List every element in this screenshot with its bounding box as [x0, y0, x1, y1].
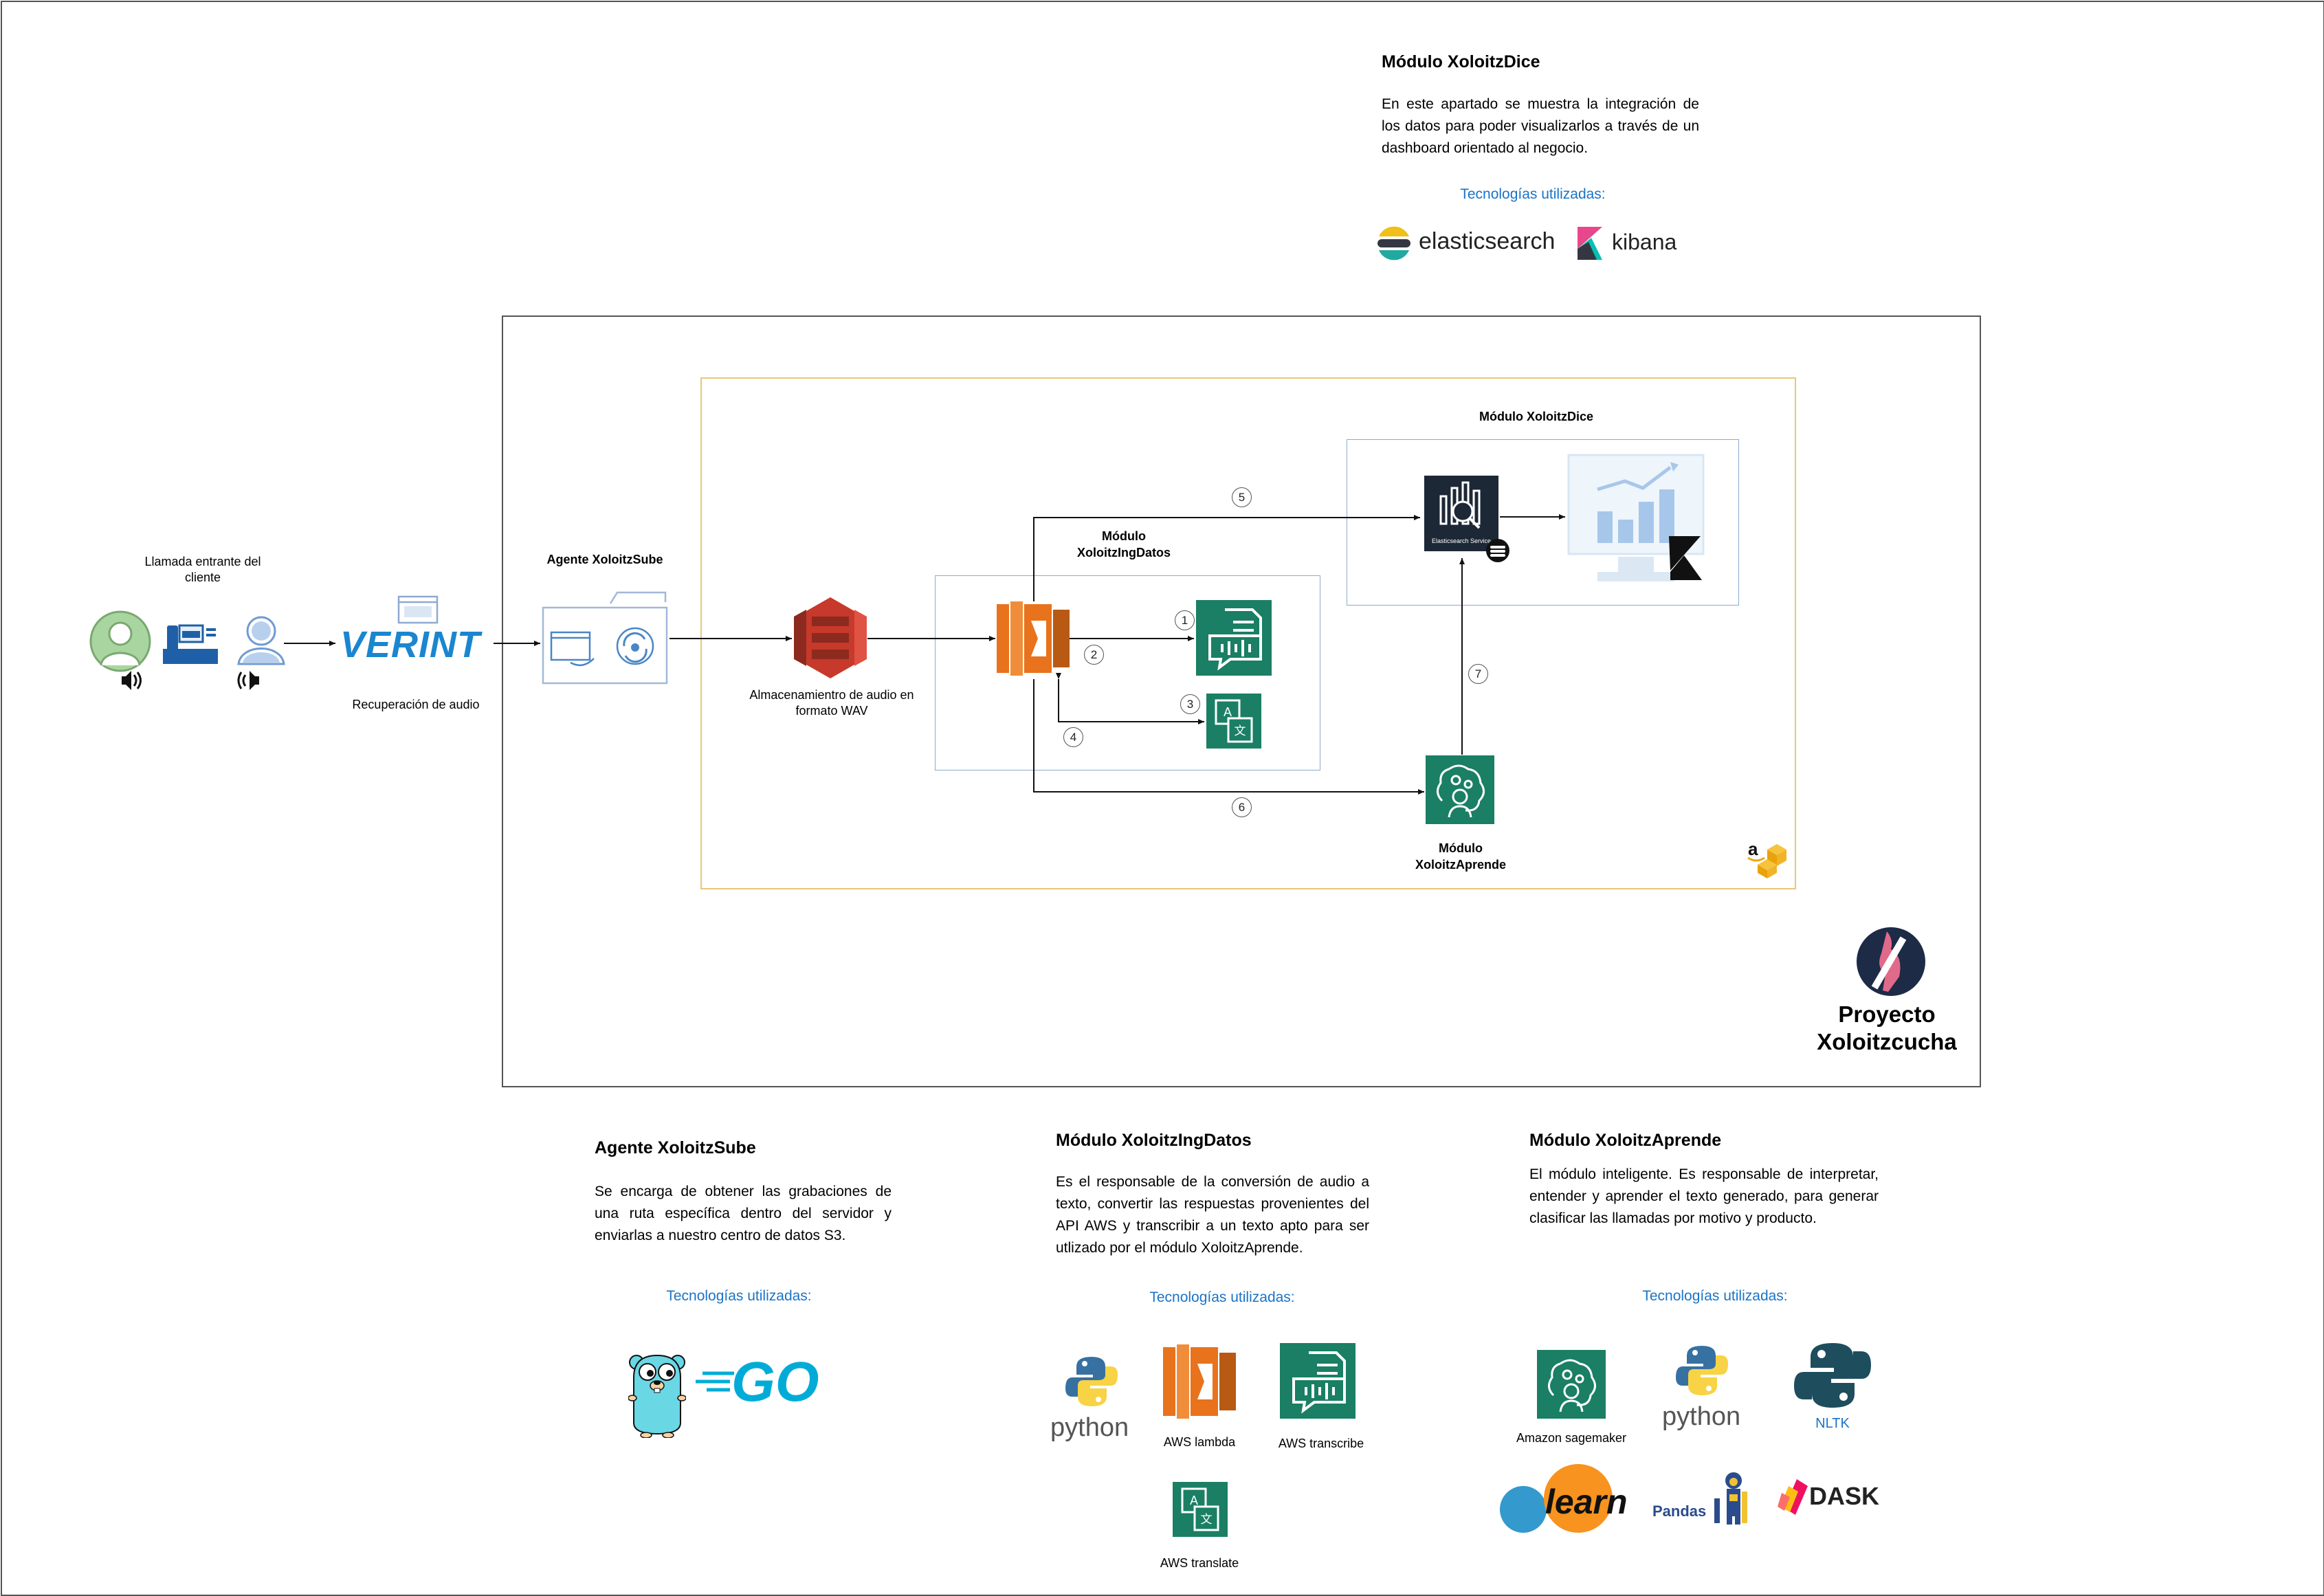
search-chart-icon — [1439, 481, 1481, 529]
python-logo-aprende: python — [1662, 1343, 1751, 1439]
recovery-label: Recuperación de audio — [352, 698, 480, 711]
agent-sube-icon — [542, 591, 668, 685]
go-wordmark: GO — [731, 1351, 819, 1413]
agent-sube-label: Agente XoloitzSube — [546, 553, 663, 566]
svg-text:A: A — [1190, 1494, 1198, 1507]
step-2: 2 — [1084, 645, 1104, 665]
aws-cloud-frame — [700, 377, 1796, 889]
python-icon — [1676, 1346, 1728, 1395]
python-logo-ingdatos: python — [1050, 1354, 1140, 1450]
pandas-bear-icon — [1714, 1472, 1747, 1525]
aws-transcribe-icon — [1196, 600, 1272, 676]
elasticsearch-icon — [1377, 226, 1410, 261]
verint-window-icon — [397, 595, 439, 624]
elasticsearch-logo: elasticsearch — [1375, 224, 1560, 263]
step-4: 4 — [1063, 727, 1083, 747]
svg-text:文: 文 — [1235, 724, 1246, 738]
kibana-icon — [1578, 227, 1602, 260]
speaker-icon-left — [122, 671, 142, 690]
desk-phone-icon — [163, 624, 218, 664]
client-call-label: Llamada entrante del cliente — [144, 555, 261, 584]
svg-text:文: 文 — [1201, 1513, 1213, 1526]
customer-avatar-icon — [89, 610, 151, 672]
step-5: 5 — [1232, 487, 1252, 507]
scikit-learn-logo: learn — [1497, 1463, 1628, 1534]
top-dice-tech-label: Tecnologías utilizadas: — [1460, 186, 1606, 202]
nltk-wordmark: NLTK — [1815, 1416, 1850, 1431]
elasticsearch-service-icon: Elasticsearch Service — [1424, 476, 1498, 551]
aws-translate-tech-icon: A 文 — [1173, 1482, 1228, 1537]
agent-avatar-icon — [237, 616, 285, 665]
aprende-tech-label: Tecnologías utilizadas: — [1642, 1288, 1788, 1304]
step-7: 7 — [1468, 664, 1488, 684]
ingdatos-module-label: Módulo XoloitzIngDatos — [1077, 529, 1171, 559]
sube-description: Se encarga de obtener las grabaciones de… — [595, 1184, 892, 1243]
aprende-module-label: Módulo XoloitzAprende — [1415, 841, 1506, 872]
aprende-title: Módulo XoloitzAprende — [1529, 1131, 1722, 1150]
sube-title: Agente XoloitzSube — [595, 1138, 756, 1157]
step-6: 6 — [1232, 797, 1252, 817]
top-dice-description: En este apartado se muestra la integraci… — [1382, 96, 1699, 156]
s3-storage-label: Almacenamientro de audio en formato WAV — [749, 688, 914, 718]
kibana-wordmark: kibana — [1612, 230, 1677, 254]
pandas-wordmark: Pandas — [1652, 1503, 1707, 1520]
scikit-learn-wordmark: learn — [1545, 1483, 1628, 1521]
project-frame — [502, 315, 1981, 1087]
aws-lambda-tech-icon — [1163, 1344, 1236, 1419]
client-icons — [89, 610, 285, 690]
scikit-learn-icon — [1500, 1464, 1613, 1533]
xoloitzcucha-logo-icon — [1857, 927, 1925, 996]
ingdatos-tech-label: Tecnologías utilizadas: — [1149, 1289, 1295, 1305]
nltk-icon — [1794, 1343, 1871, 1408]
elastic-badge-icon — [1486, 539, 1509, 562]
ingdatos-description: Es el responsable de la conversión de au… — [1056, 1174, 1369, 1256]
dask-icon — [1778, 1479, 1808, 1515]
gopher-mascot-icon — [628, 1354, 686, 1438]
python-wordmark: python — [1050, 1413, 1129, 1442]
step-3: 3 — [1180, 694, 1200, 714]
amazon-sagemaker-caption: Amazon sagemaker — [1516, 1431, 1627, 1445]
dask-logo: DASK — [1776, 1475, 1879, 1523]
s3-bucket-icon — [794, 597, 867, 678]
elasticsearch-service-caption: Elasticsearch Service — [1431, 537, 1492, 544]
python-wordmark: python — [1662, 1402, 1741, 1431]
svg-text:a: a — [1748, 839, 1758, 859]
speaker-icon-right — [237, 671, 259, 690]
project-title: Proyecto Xoloitzcucha — [1817, 1001, 1957, 1054]
elasticsearch-wordmark: elasticsearch — [1419, 228, 1556, 254]
step-1: 1 — [1175, 610, 1195, 630]
aprende-description: El módulo inteligente. Es responsable de… — [1529, 1166, 1879, 1226]
aws-translate-caption: AWS translate — [1160, 1556, 1239, 1570]
verint-logo: VERINT — [340, 624, 481, 665]
pandas-logo: Pandas — [1652, 1471, 1749, 1526]
aws-badge-icon: a — [1747, 839, 1786, 878]
ingdatos-title: Módulo XoloitzIngDatos — [1056, 1131, 1252, 1150]
top-dice-title: Módulo XoloitzDice — [1382, 52, 1540, 71]
python-icon — [1065, 1357, 1118, 1406]
amazon-sagemaker-tech-icon — [1537, 1350, 1606, 1419]
aws-transcribe-tech-icon — [1280, 1343, 1355, 1419]
aws-lambda-caption: AWS lambda — [1163, 1435, 1236, 1449]
aws-lambda-icon — [997, 601, 1070, 676]
dice-module-label: Módulo XoloitzDice — [1479, 410, 1593, 423]
aws-transcribe-caption: AWS transcribe — [1278, 1437, 1364, 1450]
amazon-sagemaker-icon — [1426, 755, 1494, 824]
go-logo: GO — [696, 1351, 833, 1413]
sube-tech-label: Tecnologías utilizadas: — [666, 1288, 812, 1304]
aws-translate-icon: A 文 — [1206, 694, 1261, 749]
dashboard-monitor-icon — [1567, 454, 1705, 581]
go-speed-lines-icon — [696, 1371, 734, 1392]
dask-wordmark: DASK — [1809, 1482, 1880, 1510]
nltk-logo: NLTK — [1793, 1340, 1875, 1437]
kibana-logo: kibana — [1576, 225, 1700, 261]
svg-text:A: A — [1224, 705, 1232, 719]
